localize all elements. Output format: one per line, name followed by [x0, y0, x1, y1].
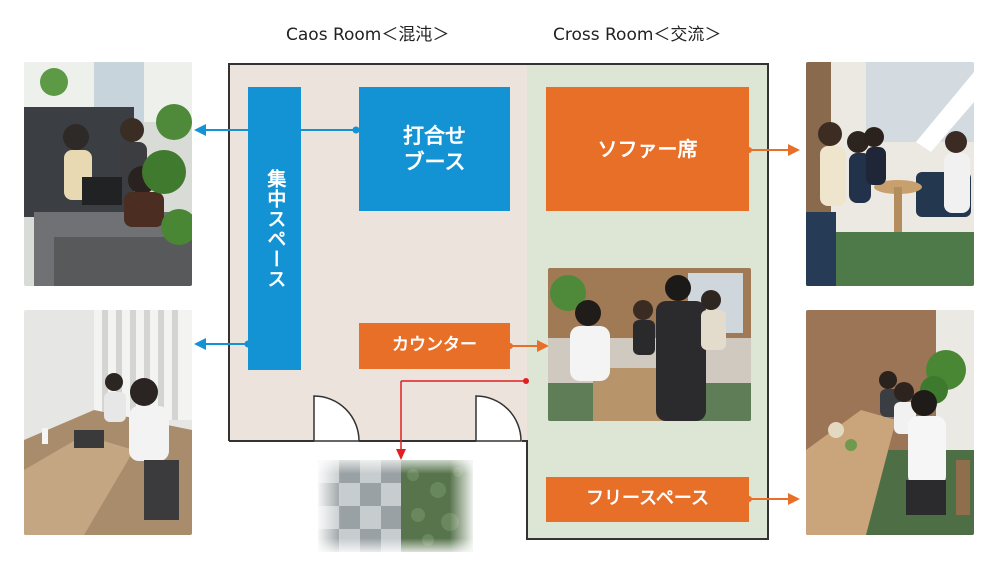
zone-free-space: フリースペース [546, 477, 749, 522]
photo-focus-desks [24, 310, 192, 535]
photo-sofa [806, 62, 974, 286]
door-right [475, 395, 522, 442]
zone-sofa-seats-label: ソファー席 [597, 136, 698, 161]
room-walls [228, 63, 769, 540]
photo-carpet [318, 460, 473, 552]
photo-free-space [806, 310, 974, 535]
zone-counter-label: カウンター [392, 335, 477, 356]
zone-meeting-booth-line2: ブース [403, 150, 466, 174]
cross-room-title: Cross Room＜交流＞ [553, 25, 722, 45]
arrow-to-booth-photo [194, 124, 248, 136]
zone-free-space-label: フリースペース [586, 488, 709, 510]
zone-counter: カウンター [359, 323, 510, 369]
zone-sofa-seats: ソファー席 [546, 87, 749, 211]
zone-focus-space: 集中スペース [248, 87, 301, 370]
door-left [313, 395, 360, 442]
arrow-to-carpet-sample [396, 378, 529, 460]
zone-meeting-booth: 打合せ ブース [359, 87, 510, 211]
photo-counter [548, 268, 751, 421]
caos-room-title: Caos Room＜混沌＞ [286, 25, 450, 45]
zone-meeting-booth-line1: 打合せ [403, 123, 466, 148]
zone-focus-space-label: 集中スペース [264, 168, 287, 289]
photo-focus-booth [24, 62, 192, 286]
